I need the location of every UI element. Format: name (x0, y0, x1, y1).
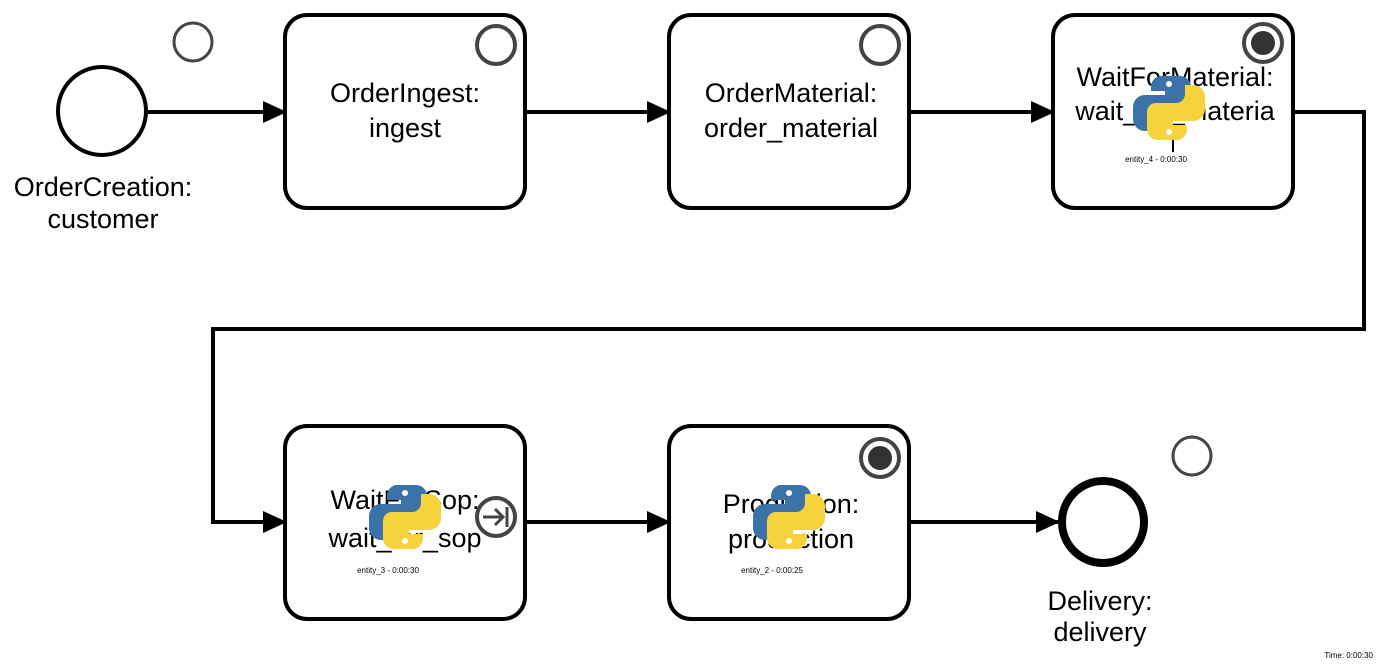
circle-empty-icon (859, 24, 901, 66)
start-event-marker-icon (172, 21, 214, 63)
start-event-label-line1: OrderCreation: (14, 172, 193, 202)
task-order-material[interactable]: OrderMaterial: order_material (667, 13, 911, 210)
task-order-material-box[interactable] (667, 13, 911, 210)
start-event-label-line2: customer (47, 204, 158, 234)
task-order-ingest[interactable]: OrderIngest: ingest (283, 13, 527, 210)
task-wait-for-material[interactable]: WaitForMaterial: wait_for_materia entity… (1051, 13, 1295, 210)
task-order-material-label-line1: OrderMaterial: (705, 78, 878, 108)
task-production[interactable]: Production: production entity_2 - 0:00:2… (667, 424, 911, 621)
entity-label: entity_2 - 0:00:25 (741, 566, 803, 575)
sequence-flows (147, 101, 1366, 533)
simulation-time: Time: 0:00:30 (1324, 651, 1373, 660)
flow-wait-material-to-wait-sop[interactable] (211, 110, 1366, 533)
end-event-marker-icon (1171, 435, 1213, 477)
end-event-circle[interactable] (1058, 477, 1148, 567)
task-order-material-label-line2: order_material (704, 113, 878, 143)
circle-filled-icon (1242, 22, 1284, 64)
task-order-ingest-label-line2: ingest (369, 113, 442, 143)
circle-arrow-icon (475, 496, 517, 538)
entity-label: entity_4 - 0:00:30 (1125, 155, 1187, 164)
entity-label: entity_3 - 0:00:30 (357, 566, 419, 575)
circle-empty-icon (475, 24, 517, 66)
circle-filled-icon (859, 437, 901, 479)
task-order-ingest-label-line1: OrderIngest: (330, 78, 480, 108)
end-event[interactable]: Delivery: delivery (1047, 435, 1213, 647)
end-event-label-line1: Delivery: (1047, 586, 1152, 616)
start-event-circle[interactable] (56, 65, 148, 157)
task-order-ingest-box[interactable] (283, 13, 527, 210)
start-event[interactable]: OrderCreation: customer (14, 21, 214, 234)
task-wait-for-sop[interactable]: WaitForSop: wait_for_sop entity_3 - 0:00… (283, 424, 527, 621)
end-event-label-line2: delivery (1053, 617, 1147, 647)
